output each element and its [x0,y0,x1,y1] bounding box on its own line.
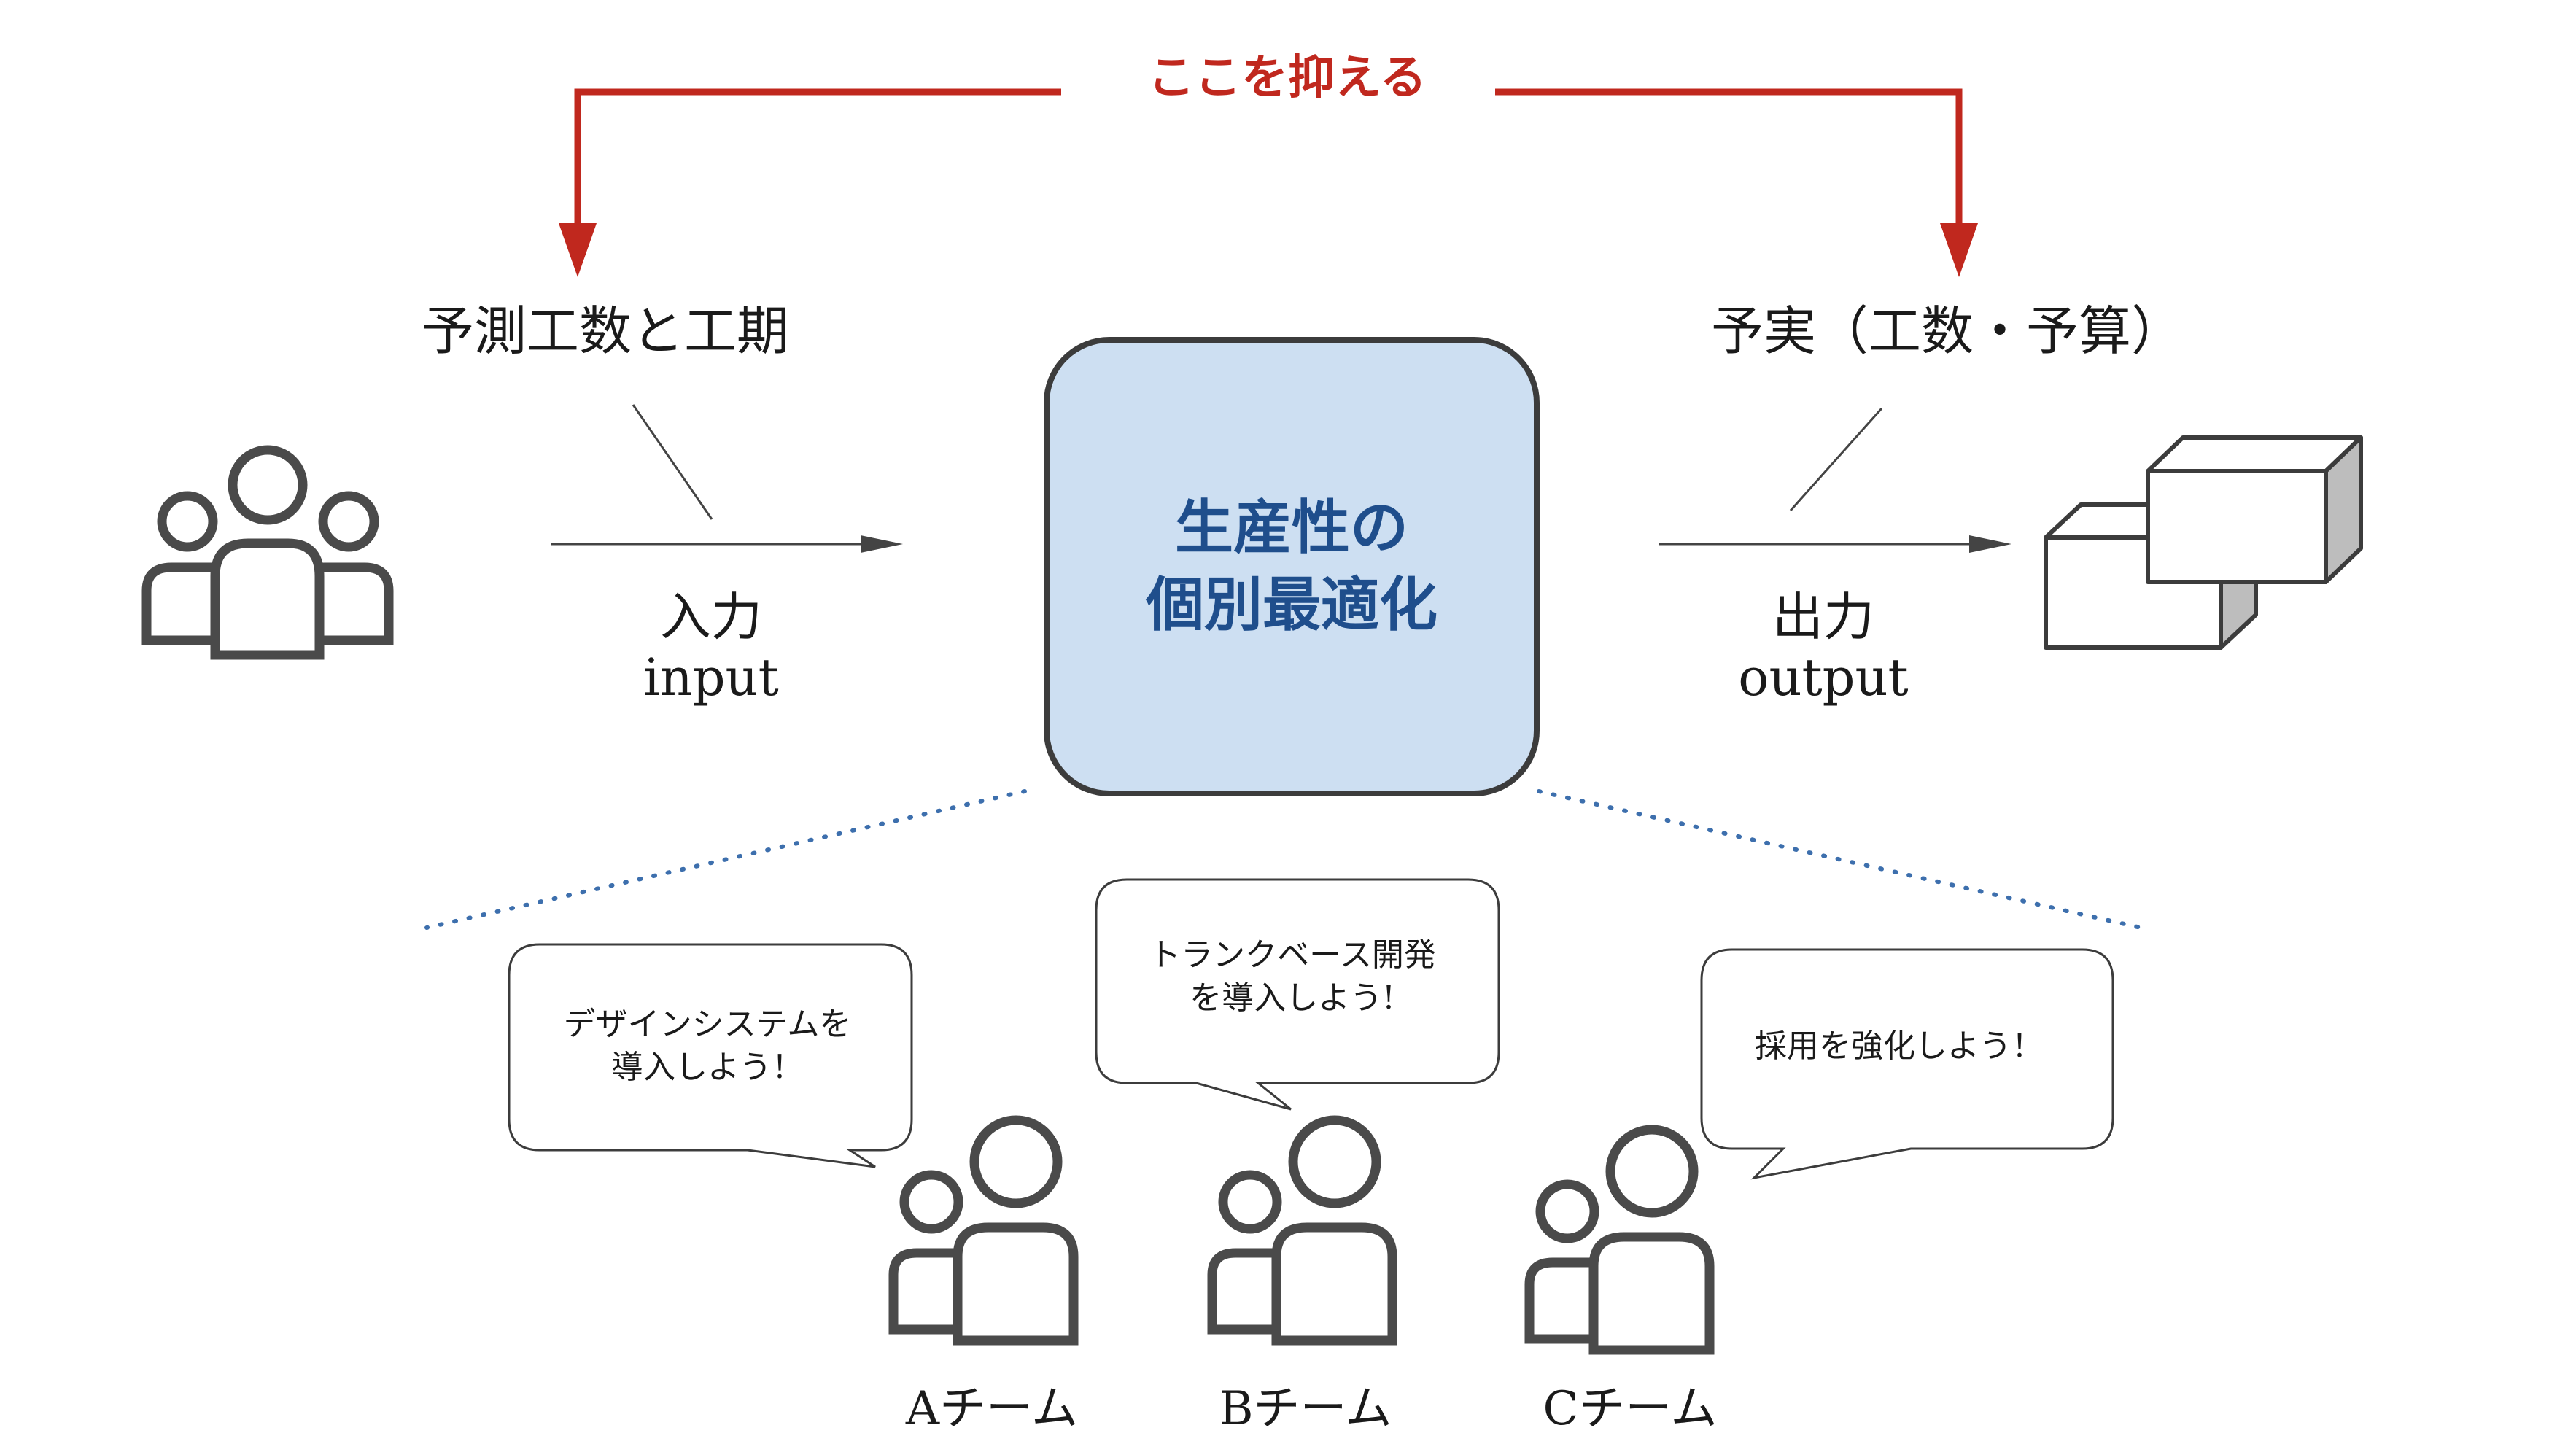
dotted-line-left [424,789,1027,930]
dotted-line-right [1537,789,2143,930]
input-caption-jp: 入力 [660,587,762,647]
speech-bubble-b [1095,878,1500,1111]
input-annotation-line [632,404,713,520]
speech-text-a-line2: 導入しよう！ [611,1049,804,1087]
speech-bubble-a [508,943,913,1168]
productivity-optimization-box: 生産性の 個別最適化 [1044,337,1540,796]
team-a-label: Aチーム [905,1382,1079,1436]
highlight-right-arrowhead [1940,223,1978,277]
speech-text-b: トランクベース開発 を導入しよう! [1095,933,1489,1020]
highlight-left-arrow-line [574,88,1061,232]
input-title: 予測工数と工期 [421,300,789,362]
speech-text-c-line1: 採用を強化しよう！ [1755,1028,2044,1065]
output-caption-jp: 出力 [1772,587,1874,647]
speech-bubble-c [1700,948,2114,1180]
speech-text-b-line1: トランクベース開発 [1149,936,1436,974]
input-arrowhead [861,535,903,553]
center-title-line1: 生産性の [1175,494,1408,562]
speech-text-c: 採用を強化しよう！ [1702,1025,2096,1068]
highlight-right-arrow-line [1495,88,1963,232]
output-annotation-line [1789,408,1883,511]
people-group-icon [141,445,394,660]
product-boxes-icon [2044,435,2363,650]
input-caption: 入力 input [616,587,806,707]
team-a-icon [888,1115,1079,1346]
output-caption-en: output [1738,647,1909,707]
center-title-line2: 個別最適化 [1146,571,1438,639]
output-caption: 出力 output [1707,587,1940,707]
speech-text-b-line2: を導入しよう! [1190,979,1395,1017]
team-c-label: Cチーム [1543,1382,1718,1436]
highlight-label: ここを抑える [1147,50,1427,105]
highlight-bracket [574,88,1963,232]
speech-text-a-line1: デザインシステムを [563,1006,852,1043]
team-c-icon [1524,1125,1715,1355]
team-b-label: Bチーム [1219,1382,1392,1436]
output-title: 予実（工数・予算） [1710,300,2184,362]
team-b-icon [1207,1115,1397,1346]
output-arrowhead [1969,535,2011,553]
highlight-left-arrowhead [559,223,597,277]
input-caption-en: input [643,647,779,707]
speech-text-a: デザインシステムを 導入しよう！ [511,1003,904,1090]
